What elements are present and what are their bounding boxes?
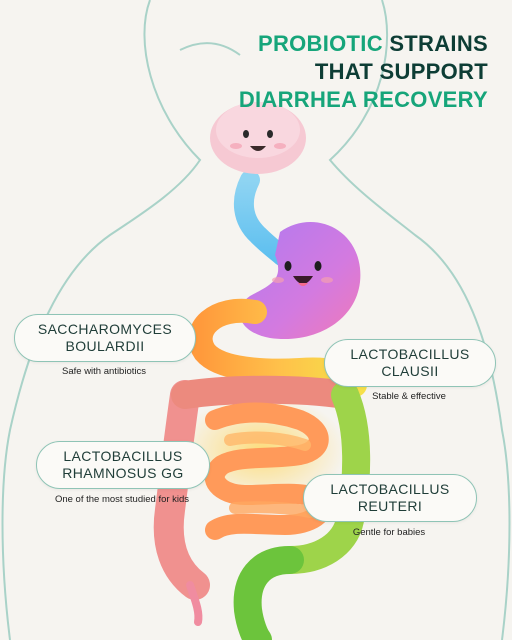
page-title: PROBIOTIC STRAINS THAT SUPPORT DIARRHEA … [188, 30, 488, 114]
title-line-3: DIARRHEA RECOVERY [238, 87, 488, 112]
strain-name-line1: LACTOBACILLUS [350, 346, 470, 362]
strain-name-line2: RHAMNOSUS GG [62, 465, 184, 481]
title-line-2: THAT SUPPORT [314, 59, 488, 84]
strain-name-line1: SACCHAROMYCES [37, 321, 173, 337]
esophagus-tube [233, 170, 292, 266]
strain-label-reuteri: LACTOBACILLUS REUTERI [303, 474, 477, 522]
strain-caption: One of the most studied for kids [54, 494, 190, 505]
strain-caption: Stable & effective [372, 391, 446, 402]
title-word: STRAINS [389, 31, 488, 56]
strain-name-line2: CLAUSII [381, 363, 439, 379]
strain-label-rhamnosus: LACTOBACILLUS RHAMNOSUS GG [36, 441, 210, 489]
strain-name-line2: REUTERI [357, 498, 423, 514]
strain-name-line2: BOULARDII [65, 338, 145, 354]
title-accent: PROBIOTIC [257, 31, 383, 56]
mouth-character-icon [210, 102, 306, 174]
strain-label-saccharomyces: SACCHAROMYCES BOULARDII [14, 314, 196, 362]
strain-name-line1: LACTOBACILLUS [63, 448, 183, 464]
strain-caption: Gentle for babies [352, 527, 426, 538]
strain-label-clausii: LACTOBACILLUS CLAUSII [324, 339, 496, 387]
strain-caption: Safe with antibiotics [62, 366, 146, 377]
stomach-character-icon [239, 221, 361, 340]
strain-name-line1: LACTOBACILLUS [330, 481, 450, 497]
